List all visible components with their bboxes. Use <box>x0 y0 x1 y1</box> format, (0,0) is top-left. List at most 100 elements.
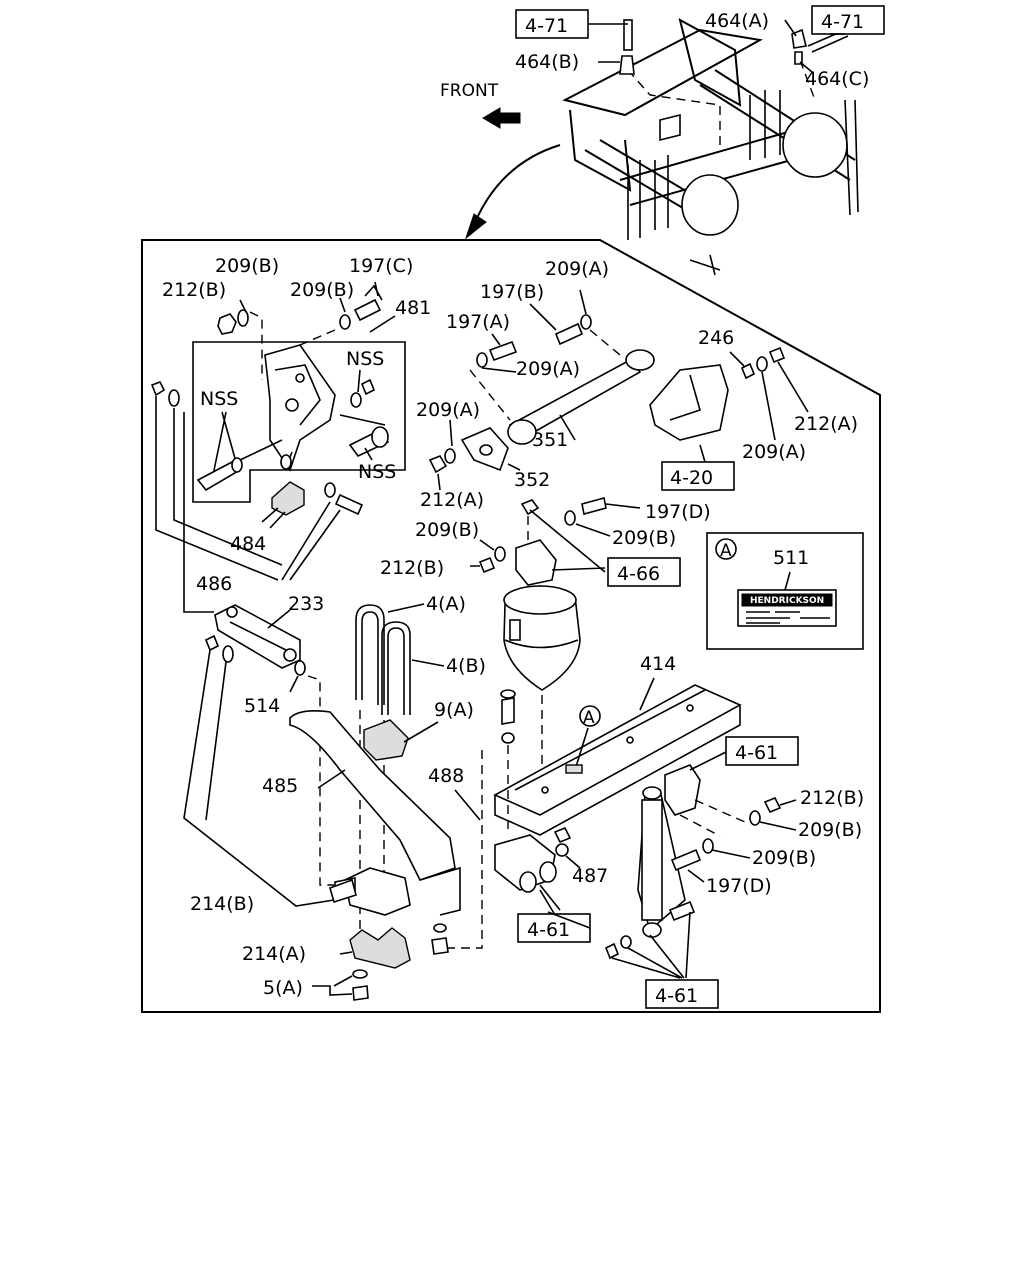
overview-air-spring-left <box>681 174 739 236</box>
label-214b: 214(B) <box>190 893 254 915</box>
label-9a: 9(A) <box>434 699 474 721</box>
label-nss-3: NSS <box>358 461 396 483</box>
part-209b-washer-1 <box>237 309 249 327</box>
ref-4-61-1: 4-61 <box>735 742 778 764</box>
label-209b-2: 209(B) <box>290 279 354 301</box>
part-shock-upper-bracket <box>664 764 701 816</box>
detail-a-circle <box>715 538 737 560</box>
ref-4-71-left: 4-71 <box>525 15 568 37</box>
part-209a-washer-c <box>444 448 456 464</box>
label-212b-1: 212(B) <box>162 279 226 301</box>
part-209a-washer-a <box>476 352 488 368</box>
part-209b-washer-left <box>494 546 506 562</box>
label-212b-3: 212(B) <box>800 787 864 809</box>
part-209b-washer-6 <box>702 838 714 854</box>
part-spring-seat <box>344 867 411 916</box>
nameplate-brand: HENDRICKSON <box>750 596 824 606</box>
part-212a-nut <box>428 455 448 474</box>
spring-seat-group: 514 9(A) 4-61 485 488 212(B) 209(B) 209(… <box>204 634 864 979</box>
ref-4-61-1-box <box>725 736 799 766</box>
part-487-nut <box>553 826 572 844</box>
part-514-washer <box>222 645 234 663</box>
part-246-spacer <box>740 362 756 380</box>
front-arrow-icon <box>482 107 521 129</box>
label-352: 352 <box>514 469 550 491</box>
part-4-71-tube-left <box>623 19 633 51</box>
label-414: 414 <box>640 653 676 675</box>
part-414-leaf <box>493 684 742 816</box>
circle-a-marker <box>579 705 601 727</box>
overview-ubolts-left <box>627 155 669 240</box>
part-214a-spring-plate <box>349 927 411 969</box>
part-514-nut <box>204 634 220 652</box>
overview-valve-bracket <box>659 113 681 142</box>
ref-4-61-2: 4-61 <box>527 919 570 941</box>
front-indicator: FRONT <box>440 81 521 129</box>
part-4a-ubolt <box>355 604 385 705</box>
ref-4-66: 4-66 <box>617 563 660 585</box>
part-488-bolt <box>501 697 515 725</box>
part-5a-washer <box>352 969 368 979</box>
overview-dash-464b <box>627 69 721 150</box>
part-4-20-bracket <box>649 364 729 441</box>
axle-rod-group: 209(A) 197(B) 197(A) 209(A) 246 209(A) 3… <box>416 258 858 511</box>
part-209b-washer-5 <box>749 810 761 826</box>
label-214a: 214(A) <box>242 943 306 965</box>
front-label: FRONT <box>440 81 499 101</box>
label-212a-1: 212(A) <box>794 413 858 435</box>
ref-4-20-box <box>661 461 735 491</box>
label-209a-1: 209(A) <box>545 258 609 280</box>
overview-assembly <box>562 18 859 276</box>
part-197d-bolt <box>581 497 607 515</box>
part-197c-bolt <box>353 298 382 322</box>
ref-4-61-3-box <box>645 979 719 1009</box>
overview-crossmember <box>562 28 763 117</box>
part-209b-washer-spring <box>564 510 576 526</box>
label-487: 487 <box>572 865 608 887</box>
overview-ubolts-right <box>749 90 781 160</box>
label-351: 351 <box>532 429 568 451</box>
label-197d-1: 197(D) <box>645 501 711 523</box>
label-212b-2: 212(B) <box>380 557 444 579</box>
part-9a-cushion <box>363 719 409 761</box>
part-209b-washer-2 <box>339 314 351 330</box>
label-4b: 4(B) <box>446 655 486 677</box>
label-233: 233 <box>288 593 324 615</box>
label-514: 514 <box>244 695 280 717</box>
part-484-wear-pad <box>271 481 305 516</box>
label-197a: 197(A) <box>446 311 510 333</box>
overview-air-spring-right <box>782 112 848 178</box>
part-nss-nut-1 <box>360 378 376 396</box>
part-4b-ubolt <box>381 621 411 715</box>
label-209a-3: 209(A) <box>742 441 806 463</box>
part-486-nut <box>150 380 166 397</box>
ref-4-66-box <box>607 557 681 587</box>
overview-bracket-left <box>569 109 632 192</box>
circle-a-text: A <box>583 708 595 728</box>
part-209a-washer-b <box>580 314 592 330</box>
label-209a-4: 209(A) <box>416 399 480 421</box>
part-214b-bolt <box>329 878 357 904</box>
ref-4-20: 4-20 <box>670 467 713 489</box>
overview-hanger-right <box>678 18 742 107</box>
label-209b-3: 209(B) <box>415 519 479 541</box>
part-486-bolt <box>334 493 364 516</box>
label-4a: 4(A) <box>426 593 466 615</box>
nss-subassembly-box <box>192 341 406 503</box>
label-486: 486 <box>196 573 232 595</box>
part-486-washer <box>324 482 336 498</box>
ref-4-71-right: 4-71 <box>821 11 864 33</box>
overview-lower-end <box>689 254 721 276</box>
part-212a-nut-2 <box>768 346 786 364</box>
part-486-washer-left <box>168 389 180 407</box>
label-197c: 197(C) <box>349 255 413 277</box>
part-air-spring-bracket <box>515 539 557 586</box>
part-197b-bolt <box>554 322 584 346</box>
bracket-group: 209(B) 197(C) 212(B) 209(B) 481 NSS NSS … <box>150 255 431 613</box>
label-464c: 464(C) <box>805 68 869 90</box>
detail-a-mark: A <box>720 541 732 561</box>
label-485: 485 <box>262 775 298 797</box>
label-5a: 5(A) <box>263 977 303 999</box>
part-nss-washer-1 <box>350 392 362 408</box>
